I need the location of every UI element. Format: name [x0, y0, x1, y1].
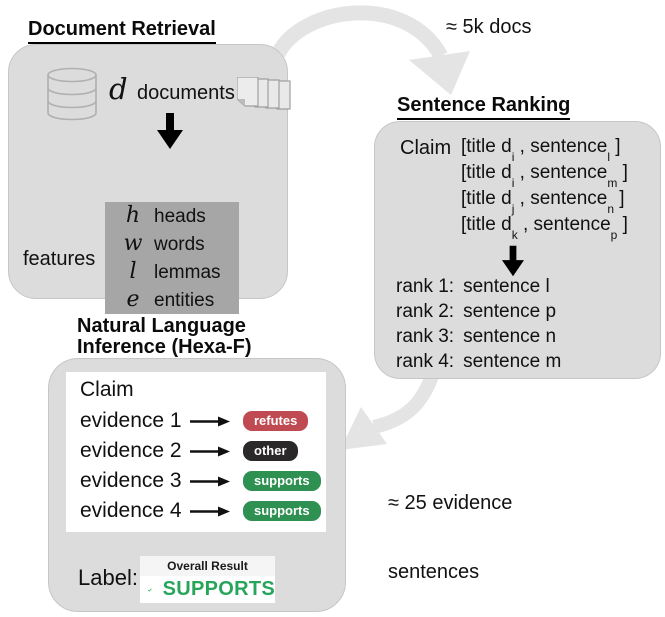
rank-list: rank 1:sentence l rank 2:sentence p rank…: [396, 274, 561, 374]
feature-row: h heads: [121, 202, 239, 230]
right-arrow-icon: [190, 416, 230, 426]
flow-arrow-docs-icon: [271, 5, 470, 95]
sentence-ranking-box: [374, 121, 661, 379]
check-icon: [148, 588, 152, 591]
feature-label: words: [154, 234, 205, 255]
feature-row: e entities: [121, 286, 239, 314]
verdict-badge: supports: [243, 471, 321, 491]
document-retrieval-box: d documents h: [8, 44, 291, 314]
overall-result-body: SUPPORTS: [140, 576, 275, 603]
rank-row: rank 1:sentence l: [396, 276, 550, 297]
sr-claim-label: Claim: [400, 137, 452, 159]
d-math-symbol: d: [109, 72, 128, 106]
right-arrow-icon: [190, 506, 230, 516]
flow1-label: ≈ 5k docs: [446, 16, 532, 38]
features-label: features: [23, 248, 96, 270]
feature-symbol: l: [129, 259, 137, 284]
down-arrow-icon: [157, 113, 183, 149]
title-sentence-pairs: [title di , sentencel ] [title di , sent…: [461, 134, 628, 242]
verdict-badge: supports: [243, 501, 321, 521]
evidence-label: evidence 3: [80, 469, 182, 492]
right-arrow-icon: [190, 476, 230, 486]
features-box: h heads w words l lemmas e entities: [105, 202, 239, 314]
feature-symbol: e: [126, 287, 140, 312]
feature-symbol: w: [123, 231, 143, 256]
sentence-ranking-title: Sentence Ranking: [397, 94, 571, 120]
rank-row: rank 4:sentence m: [396, 351, 562, 372]
evidence-row: evidence 4 supports: [80, 499, 321, 523]
overall-result-title: Overall Result: [140, 556, 275, 576]
nli-title: Natural Language Inference (Hexa-F): [77, 315, 252, 358]
documents-label: documents: [137, 82, 235, 104]
pair-row: [title di , sentencel ]: [461, 136, 621, 164]
pair-row: [title dk , sentencep ]: [461, 214, 628, 242]
flow-arrow-evidence-icon: [340, 373, 439, 450]
verdict-badge: other: [243, 441, 298, 461]
overall-result-panel: Overall Result SUPPORTS: [140, 556, 275, 603]
database-icon: [47, 67, 97, 121]
pair-row: [title di , sentencem ]: [461, 162, 628, 190]
overall-result-value: SUPPORTS: [162, 578, 275, 600]
document-retrieval-title: Document Retrieval: [28, 18, 216, 44]
feature-label: lemmas: [154, 262, 221, 283]
rank-row: rank 3:sentence n: [396, 326, 557, 347]
evidence-label: evidence 2: [80, 439, 182, 462]
feature-label: entities: [154, 290, 215, 311]
flow2-label: ≈ 25 evidence sentences: [388, 492, 513, 583]
documents-stack-icon: [237, 77, 291, 110]
feature-label: heads: [154, 206, 206, 227]
right-arrow-icon: [190, 446, 230, 456]
nli-claim-label: Claim: [80, 378, 134, 401]
evidence-row: evidence 2 other: [80, 439, 298, 463]
down-arrow-icon: [502, 245, 524, 277]
evidence-label: evidence 1: [80, 409, 182, 432]
pair-row: [title dj , sentencen ]: [461, 188, 625, 216]
final-label-prefix: Label:: [78, 565, 138, 590]
evidence-label: evidence 4: [80, 499, 182, 522]
feature-row: w words: [121, 230, 239, 258]
verdict-badge: refutes: [243, 411, 309, 431]
feature-symbol: h: [125, 203, 141, 228]
feature-row: l lemmas: [121, 258, 239, 286]
evidence-row: evidence 1 refutes: [80, 409, 309, 433]
evidence-row: evidence 3 supports: [80, 469, 321, 493]
nli-evidence-panel: Claim evidence 1 refutes evidence 2 othe…: [66, 372, 326, 532]
rank-row: rank 2:sentence p: [396, 301, 557, 322]
